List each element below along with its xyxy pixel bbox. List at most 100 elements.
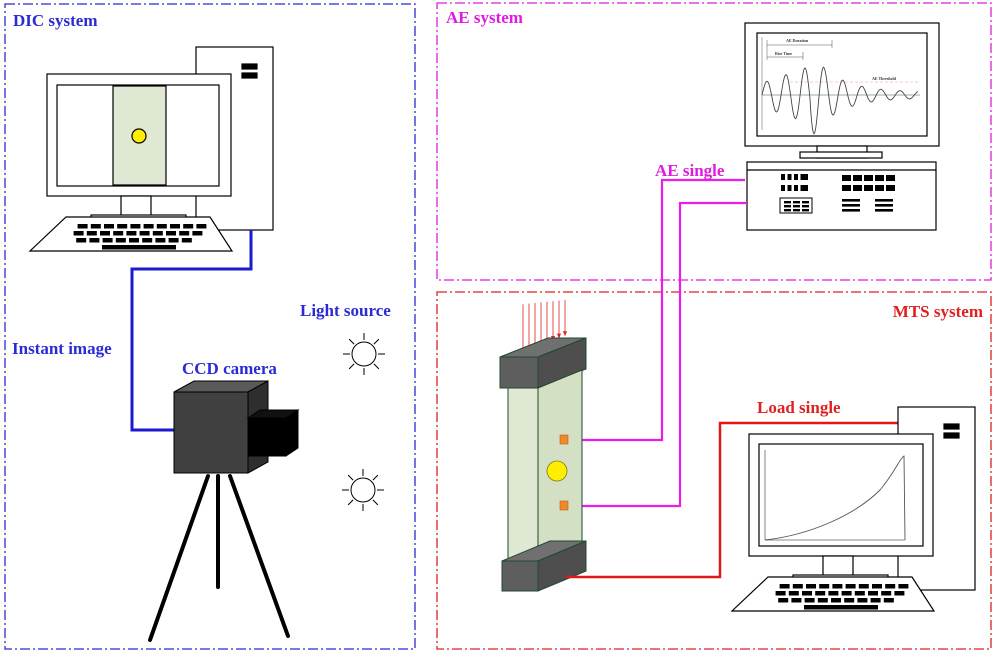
keyboard-key bbox=[858, 584, 869, 589]
keyboard-key bbox=[828, 591, 839, 596]
keyboard-key bbox=[76, 238, 87, 243]
keyboard-key bbox=[819, 584, 830, 589]
ae-indicator bbox=[794, 185, 798, 191]
keyboard-key bbox=[139, 231, 150, 236]
ae-indicator bbox=[781, 174, 785, 180]
ae-port bbox=[875, 185, 884, 191]
keyboard-key bbox=[885, 584, 896, 589]
keyboard-key bbox=[841, 591, 852, 596]
keyboard-key bbox=[90, 224, 101, 229]
keyboard-key bbox=[170, 224, 180, 229]
keyboard-key bbox=[804, 598, 815, 603]
keyboard-key bbox=[788, 591, 799, 596]
keyboard-key bbox=[192, 231, 203, 236]
keyboard-key bbox=[73, 231, 84, 236]
ccd-camera bbox=[173, 380, 300, 474]
keyboard-key bbox=[102, 238, 113, 243]
mts-screen bbox=[758, 443, 924, 547]
keyboard-key bbox=[872, 584, 882, 589]
keyboard-key bbox=[854, 591, 865, 596]
ae-sensor-upper bbox=[559, 434, 569, 445]
keyboard-key bbox=[815, 591, 826, 596]
keyboard-key bbox=[115, 238, 126, 243]
ae-port bbox=[853, 185, 862, 191]
keyboard-key bbox=[156, 224, 167, 229]
ae-instrument-controls bbox=[779, 174, 895, 214]
keyboard-key bbox=[100, 231, 110, 236]
ae-indicator bbox=[787, 185, 792, 191]
mts-panel-frame bbox=[436, 291, 992, 650]
ae-instrument-box bbox=[746, 161, 937, 231]
keyboard-key bbox=[104, 224, 114, 229]
ae-sensor-lower bbox=[559, 500, 569, 511]
ae-port bbox=[864, 175, 873, 181]
keyboard-key bbox=[129, 238, 139, 243]
spacebar-key bbox=[804, 605, 878, 610]
dic-computer bbox=[28, 46, 274, 252]
specimen bbox=[499, 337, 587, 592]
keyboard-key bbox=[181, 238, 192, 243]
keyboard-key bbox=[168, 238, 179, 243]
keyboard-key bbox=[778, 598, 789, 603]
ae-port bbox=[875, 175, 884, 181]
ae-port bbox=[864, 185, 873, 191]
ae-port bbox=[842, 175, 851, 181]
mts-computer bbox=[730, 406, 976, 612]
load-curve bbox=[764, 450, 906, 541]
mts-keyboard-keys bbox=[775, 584, 909, 610]
ae-indicator bbox=[781, 185, 785, 191]
ae-port bbox=[853, 175, 862, 181]
keyboard-key bbox=[775, 591, 786, 596]
keyboard-key bbox=[898, 584, 909, 589]
keyboard-key bbox=[779, 584, 790, 589]
load-signal-label: Load single bbox=[757, 398, 841, 417]
ae-port bbox=[886, 175, 895, 181]
light-source-icon bbox=[343, 333, 385, 375]
dic-cable bbox=[130, 230, 253, 432]
keyboard-key bbox=[881, 591, 892, 596]
keyboard-key bbox=[806, 584, 816, 589]
ae-port bbox=[842, 185, 851, 191]
ae-signal-cable-upper bbox=[566, 178, 745, 442]
keyboard-key bbox=[857, 598, 868, 603]
ae-indicator bbox=[787, 174, 792, 180]
keyboard-key bbox=[868, 591, 878, 596]
keyboard-key bbox=[832, 584, 843, 589]
keyboard-key bbox=[143, 224, 154, 229]
ae-computer bbox=[744, 22, 940, 231]
ae-indicator bbox=[800, 185, 805, 191]
tripod bbox=[148, 474, 290, 642]
keyboard-key bbox=[179, 231, 190, 236]
keyboard-key bbox=[117, 224, 128, 229]
ae-rise-time-label: Rise Time bbox=[775, 51, 792, 56]
ae-port bbox=[886, 185, 895, 191]
ae-indicator bbox=[800, 174, 805, 180]
light-source-label: Light source bbox=[300, 301, 391, 320]
load-signal-cable bbox=[566, 421, 898, 579]
keyboard-key bbox=[183, 224, 194, 229]
keyboard-key bbox=[802, 591, 812, 596]
ae-threshold-label: AE Threshold bbox=[872, 76, 897, 81]
keyboard-key bbox=[126, 231, 137, 236]
dic-panel-title: DIC system bbox=[13, 11, 98, 30]
ae-waveform: AE Duration Rise Time AE Threshold bbox=[761, 37, 920, 135]
light-source-icon bbox=[342, 469, 384, 511]
keyboard-key bbox=[196, 224, 207, 229]
dic-keyboard-keys bbox=[73, 224, 207, 250]
ccd-camera-label: CCD camera bbox=[182, 359, 277, 378]
keyboard-key bbox=[894, 591, 905, 596]
ae-indicator bbox=[794, 174, 798, 180]
ae-duration-label: AE Duration bbox=[786, 38, 809, 43]
dic-yellow-dot bbox=[131, 128, 147, 144]
ae-panel-title: AE system bbox=[446, 8, 523, 27]
keyboard-key bbox=[870, 598, 881, 603]
keyboard-key bbox=[113, 231, 124, 236]
specimen-yellow-dot bbox=[546, 460, 568, 482]
ae-panel-frame bbox=[436, 2, 992, 281]
keyboard-key bbox=[791, 598, 802, 603]
keyboard-key bbox=[817, 598, 828, 603]
ae-signal-cable-lower bbox=[566, 201, 747, 508]
instant-image-label: Instant image bbox=[12, 339, 112, 358]
keyboard-key bbox=[77, 224, 88, 229]
keyboard-key bbox=[142, 238, 153, 243]
